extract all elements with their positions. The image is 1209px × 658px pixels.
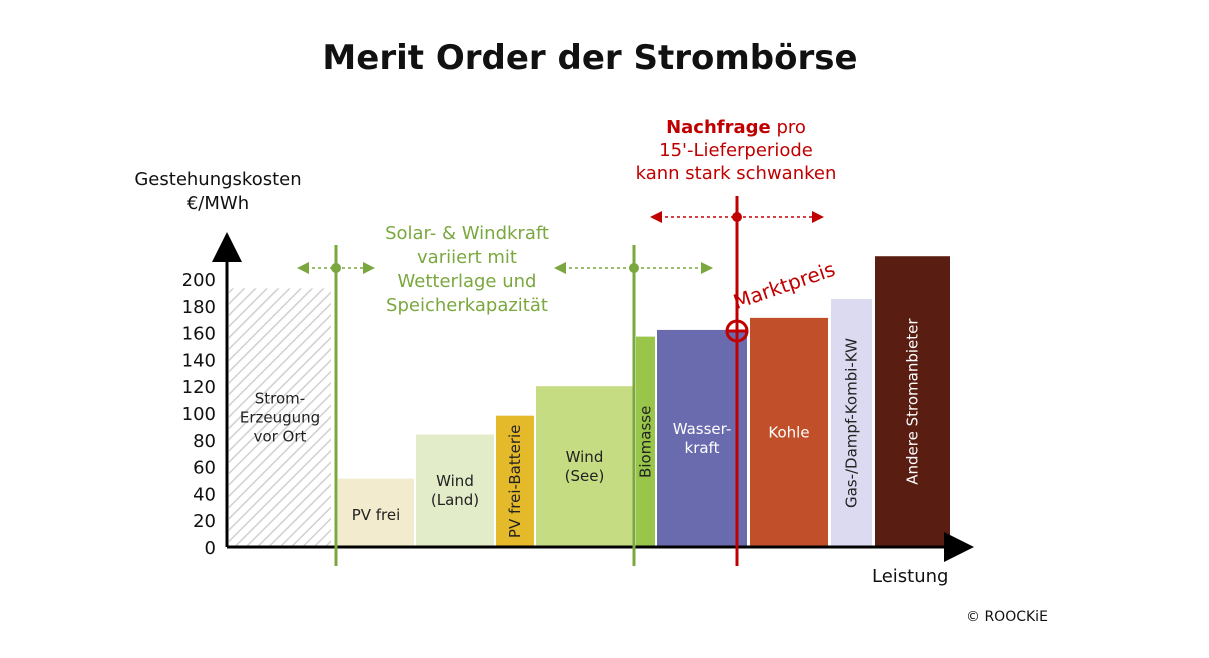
green-note-line: Speicherkapazität [386,295,548,316]
bar-5 [536,386,633,547]
x-axis-label: Leistung [872,566,949,587]
demand-note-line3: kann stark schwanken [635,163,837,184]
green-note-line: variiert mit [417,247,517,268]
bar-1 [229,288,331,547]
y-tick-label: 40 [193,484,216,505]
bar-8 [750,317,828,547]
bar-3 [416,434,494,547]
bar-label: Kohle [768,423,809,441]
bar-label: Wasser-kraft [673,420,732,457]
bar-6 [636,336,655,547]
bar-label: Wind(See) [565,448,605,485]
green-note-line: Wetterlage und [397,271,537,292]
bar-label: PV frei-Batterie [506,425,524,539]
copyright: © ROOCKiE [966,609,1048,625]
bar-label: Andere Stromanbieter [904,318,922,485]
y-tick-label: 180 [182,297,216,318]
chart-title: Merit Order der Strombörse [322,38,858,78]
demand-note-line2: 15'-Lieferperiode [659,140,813,161]
green-note-line: Solar- & Windkraft [385,223,549,244]
y-tick-label: 60 [193,458,216,479]
bar-4 [496,415,534,547]
renewables-variability-note: Solar- & Windkraft variiert mit Wetterla… [352,222,582,318]
bar-label: PV frei [352,506,401,524]
demand-note-bold: Nachfrage [666,117,771,138]
y-axis-label: Gestehungskosten €/MWh [128,168,308,216]
bar-label: Gas-/Dampf-Kombi-KW [843,338,861,508]
y-axis-label-line1: Gestehungskosten [134,169,302,190]
demand-note-rest: pro [770,117,806,138]
y-tick-label: 100 [182,404,216,425]
boundary-dot [629,263,639,273]
demand-note: Nachfrage pro 15'-Lieferperiode kann sta… [606,116,866,185]
bar-9 [831,299,872,547]
bar-label: Wind(Land) [431,472,479,509]
bar-10 [875,256,950,547]
y-axis-label-line2: €/MWh [186,193,250,214]
y-tick-label: 20 [193,511,216,532]
y-tick-label: 160 [182,324,216,345]
y-tick-label: 200 [182,270,216,291]
boundary-dot [331,263,341,273]
bar-7 [657,329,747,547]
bar-2 [338,478,414,547]
y-tick-label: 120 [182,377,216,398]
y-tick-label: 80 [193,431,216,452]
bar-label: Biomasse [637,406,655,478]
y-tick-label: 140 [182,350,216,371]
demand-dot [732,212,742,222]
y-tick-label: 0 [205,538,216,559]
